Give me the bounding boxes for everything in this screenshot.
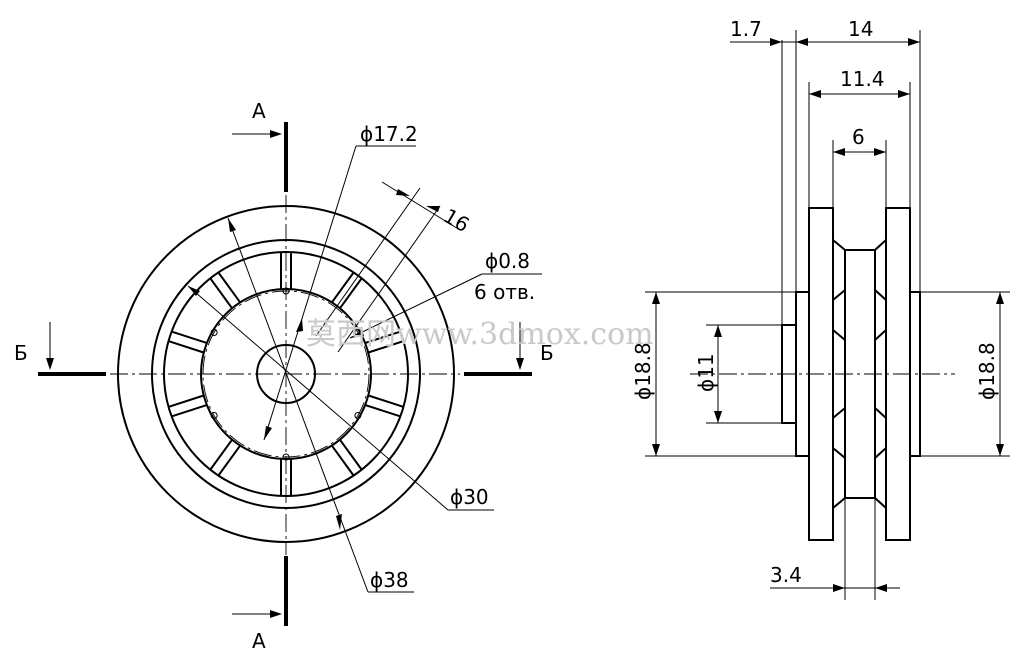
mounting-hole [282, 287, 290, 295]
dim-hole-d-text: ϕ0.8 [485, 249, 530, 273]
spoke-edge [368, 394, 404, 408]
watermark-text: 莫西网www.3dmox.com [306, 317, 654, 352]
spoke-edge [217, 445, 241, 477]
dimension-d18-8-left: ϕ18.8 [631, 291, 796, 457]
spoke-outer-circle [163, 251, 409, 497]
dimension-6: 6 [832, 125, 887, 208]
spoke-edge [368, 340, 404, 354]
dim-6-text: 6 [852, 125, 865, 149]
spoke-edge [209, 277, 233, 309]
dim-3-4-text: 3.4 [770, 563, 802, 587]
section-b-label-left: Б [14, 341, 28, 365]
dimension-d38: ϕ38 [227, 217, 414, 593]
dim-d38-text: ϕ38 [370, 568, 409, 592]
side-view: 1.7 14 11.4 6 ϕ18.8 [631, 17, 1010, 600]
dim-d18-8-right-text: ϕ18.8 [975, 342, 999, 400]
dim-16-text: 16 [440, 204, 474, 238]
spoke-edge [364, 330, 401, 344]
groove-profile [832, 239, 887, 509]
mounting-hole [210, 412, 218, 419]
spoke-edge [168, 340, 204, 354]
spoke-edge [339, 439, 363, 471]
outer-rim-circle [117, 205, 455, 543]
dim-d17-2-text: ϕ17.2 [360, 122, 418, 146]
spoke-edge [209, 439, 233, 471]
dimension-3-4: 3.4 [770, 498, 900, 600]
mounting-hole [210, 329, 218, 336]
hub-bore-circle [256, 344, 316, 404]
dim-1-7-text: 1.7 [730, 17, 762, 41]
spoke-edge [339, 277, 363, 309]
dimension-11-4: 11.4 [808, 67, 911, 208]
dimension-d30: ϕ30 [187, 285, 494, 511]
front-view: А А Б Б ϕ17.2 [14, 99, 554, 653]
dimension-d18-8-right: ϕ18.8 [920, 291, 1010, 457]
rim-inner-circle [151, 239, 421, 509]
hub-disc-circle [200, 288, 372, 460]
spoke-edge [171, 330, 208, 344]
dim-hole-count-text: 6 отв. [474, 280, 535, 304]
dimension-1-7-and-14: 1.7 14 [730, 17, 921, 325]
dimension-d17-2: ϕ17.2 [263, 122, 418, 441]
section-line-a-top: А [232, 99, 288, 192]
section-b-label-right: Б [540, 341, 554, 365]
section-line-a-bottom: А [232, 556, 288, 653]
mounting-hole [282, 453, 290, 461]
mounting-hole [354, 412, 362, 419]
right-boss [909, 291, 921, 457]
dimension-hole: ϕ0.8 6 отв. [349, 249, 542, 339]
dim-d30-text: ϕ30 [450, 485, 489, 509]
spoke-edge [331, 445, 355, 477]
section-line-b-left: Б [14, 322, 106, 376]
section-a-label-bottom: А [252, 629, 266, 653]
dimension-d11: ϕ11 [694, 324, 782, 424]
bolt-circle-centerline [202, 290, 370, 458]
spoke-group [168, 252, 404, 496]
dim-d11-text: ϕ11 [694, 353, 718, 392]
center-hub [844, 249, 876, 499]
section-line-b-right: Б [464, 322, 554, 376]
dim-14-text: 14 [848, 17, 873, 41]
spoke-edge [217, 271, 241, 303]
dim-11-4-text: 11.4 [840, 67, 885, 91]
spoke-edge [331, 271, 355, 303]
spoke-edge [364, 404, 401, 418]
spoke-edge [171, 404, 208, 418]
section-a-label-top: А [252, 99, 266, 123]
spoke-edge [168, 394, 204, 408]
left-flange [808, 207, 834, 541]
dim-d18-8-left-text: ϕ18.8 [631, 342, 655, 400]
